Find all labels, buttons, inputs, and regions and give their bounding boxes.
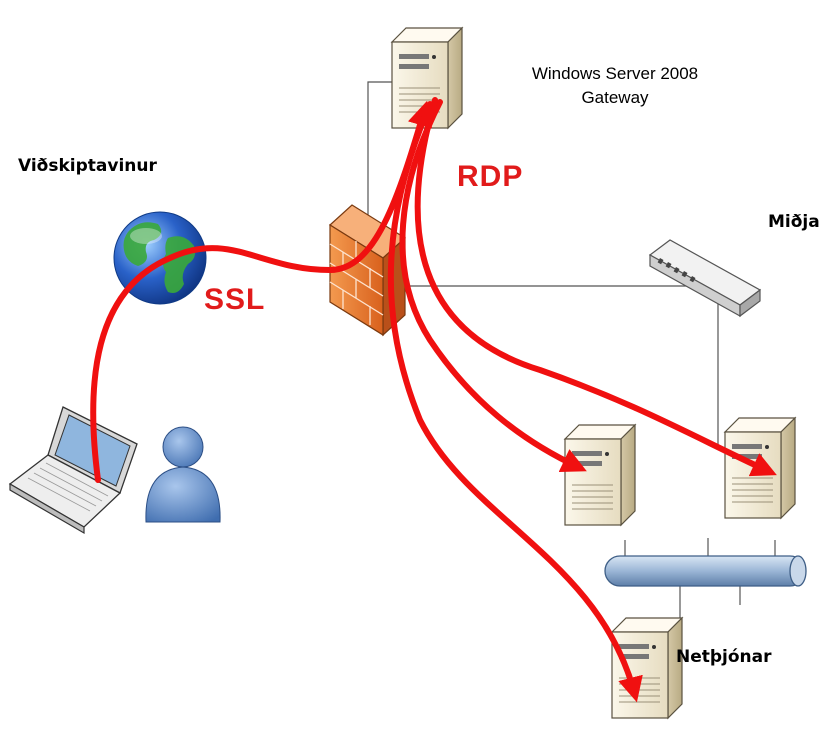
client-label: Viðskiptavinur xyxy=(18,156,157,176)
hub-label: Miðja xyxy=(768,212,820,232)
servers-label: Netþjónar xyxy=(676,647,772,667)
hub-icon xyxy=(648,239,762,318)
gateway-firewall-link xyxy=(367,81,392,262)
gateway-label-line-1: Windows Server 2008 xyxy=(531,64,699,83)
user-icon xyxy=(145,426,221,523)
network-links xyxy=(367,81,776,620)
rdp-tunnel-paths xyxy=(90,97,777,703)
gateway-label-line-2: Gateway xyxy=(581,88,649,107)
laptop-icon xyxy=(8,406,138,535)
network-bus-icon xyxy=(604,555,807,587)
gateway-label: Windows Server 2008 Gateway xyxy=(500,62,730,110)
server-icon xyxy=(611,617,683,719)
firewall-icon xyxy=(329,204,406,337)
firewall-hub-link xyxy=(405,285,716,289)
ssl-protocol-label: SSL xyxy=(204,283,266,316)
rdp-protocol-label: RDP xyxy=(457,160,524,193)
server-icon xyxy=(564,424,636,526)
